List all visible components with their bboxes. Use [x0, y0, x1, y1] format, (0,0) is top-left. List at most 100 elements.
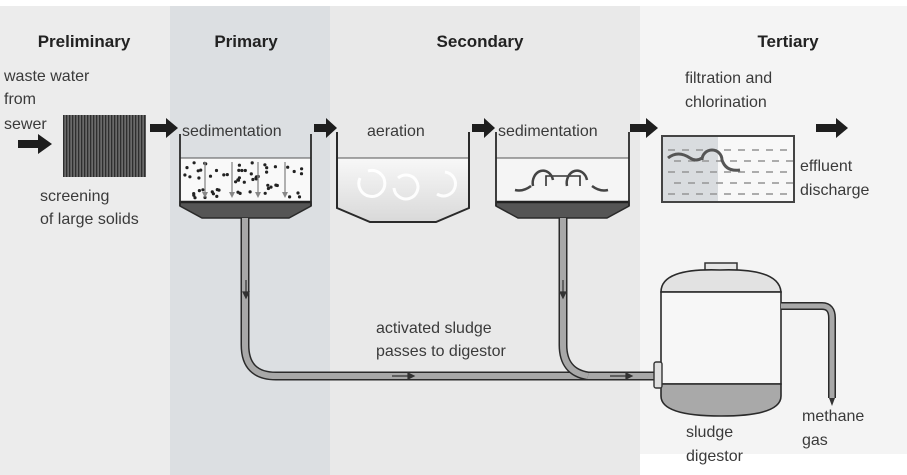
input-label-line2: from: [4, 91, 36, 108]
filtration-label-line1: filtration and: [685, 70, 772, 87]
screening-label-line2: of large solids: [40, 211, 139, 228]
solid-particle: [185, 166, 189, 170]
flow-circulation-icon: [514, 169, 609, 192]
stage-band-preliminary: [0, 6, 170, 475]
solid-particle: [288, 195, 292, 199]
solid-particle: [254, 177, 258, 181]
arrow-icon: [18, 134, 52, 154]
sludge-pipe: [240, 218, 656, 381]
solid-particle: [274, 183, 278, 187]
solid-particle: [286, 165, 290, 169]
settling-arrowhead: [202, 192, 208, 198]
aeration-tank: [336, 132, 470, 223]
solid-particle: [237, 168, 241, 172]
water-ripple-icon: [668, 149, 793, 195]
methane-label-line2: gas: [802, 432, 828, 449]
stage-header-secondary: Secondary: [437, 32, 524, 51]
screening-label-line1: screening: [40, 188, 109, 205]
primary-sedimentation-tank: [179, 134, 312, 219]
solid-particle: [197, 189, 201, 193]
methane-label-line1: methane: [802, 408, 864, 425]
solid-particle: [215, 194, 219, 198]
bottom-right-margin: [640, 454, 907, 475]
secondary-sedimentation-label: sedimentation: [498, 123, 598, 140]
solid-particle: [222, 173, 226, 177]
sludge-pipe-label-line2: passes to digestor: [376, 343, 507, 360]
solid-particle: [237, 163, 241, 167]
secondary-sedimentation-tank: [495, 132, 630, 219]
solid-particle: [265, 166, 269, 170]
arrow-icon: [816, 118, 848, 138]
solid-particle: [183, 173, 187, 177]
primary-sedimentation-label: sedimentation: [182, 123, 282, 140]
stage-header-tertiary: Tertiary: [757, 32, 819, 51]
solid-particle: [192, 161, 196, 165]
settling-arrowhead: [255, 192, 261, 198]
arrow-icon: [150, 118, 178, 138]
aeration-label: aeration: [367, 123, 425, 140]
solid-particle: [243, 168, 247, 173]
solid-particle: [201, 188, 205, 192]
aeration-swirl-icon: [357, 168, 457, 201]
effluent-label-line2: discharge: [800, 182, 869, 199]
solid-particle: [214, 168, 219, 173]
solid-particle: [193, 196, 197, 200]
screening-grid-icon: [63, 115, 146, 177]
input-label-line3: sewer: [4, 116, 47, 133]
methane-arrow-icon: [829, 398, 835, 406]
stage-header-preliminary: Preliminary: [38, 32, 131, 51]
solid-particle: [225, 173, 229, 177]
solid-particle: [250, 161, 254, 165]
solid-particle: [273, 165, 277, 169]
settling-arrowhead: [229, 192, 235, 198]
solid-particle: [188, 175, 192, 179]
settling-arrows-icon: [202, 162, 288, 198]
solid-particle: [242, 180, 246, 184]
solid-particle: [196, 169, 200, 173]
filtration-label-line2: chlorination: [685, 94, 767, 111]
solid-particle: [208, 174, 213, 178]
input-label-line1: waste water: [3, 68, 90, 85]
solid-particle: [297, 195, 302, 199]
digestor-label-line1: sludge: [686, 424, 733, 441]
solid-particle: [292, 169, 296, 174]
solid-particle: [266, 183, 270, 187]
methane-pipe: [781, 302, 836, 406]
arrow-icon: [630, 118, 658, 138]
solid-particle: [263, 191, 267, 195]
solid-particle: [237, 176, 241, 180]
solid-particle: [300, 167, 304, 171]
stage-band-secondary: [330, 6, 640, 475]
solid-particle: [238, 191, 242, 195]
solid-particle: [269, 185, 273, 189]
effluent-label-line1: effluent: [800, 158, 853, 175]
stage-band-primary: [170, 6, 330, 475]
solid-particle: [249, 172, 253, 176]
digestor-label-line2: digestor: [686, 448, 744, 465]
solid-particle: [210, 190, 214, 194]
solid-particle: [251, 177, 255, 182]
solid-particle: [248, 190, 252, 194]
solid-particle: [296, 191, 300, 195]
solid-particle: [299, 172, 304, 176]
solid-particle: [263, 163, 267, 167]
stage-header-primary: Primary: [214, 32, 278, 51]
solid-particle: [240, 168, 244, 173]
arrow-icon: [472, 118, 495, 138]
settling-arrowhead: [282, 192, 288, 198]
top-margin: [0, 0, 907, 6]
solid-particle: [197, 176, 201, 180]
solid-particle: [215, 188, 219, 192]
sludge-digestor-tank: [653, 262, 782, 417]
suspended-solids-icon: [183, 161, 304, 200]
sludge-pipe-label-line1: activated sludge: [376, 320, 492, 337]
filtration-tank: [661, 135, 795, 203]
solid-particle: [265, 170, 269, 174]
pipe-flow-arrow-icon: [242, 280, 634, 380]
arrow-icon: [314, 118, 337, 138]
solid-particle: [199, 168, 203, 172]
solid-particle: [234, 180, 238, 184]
solid-particle: [266, 186, 270, 191]
